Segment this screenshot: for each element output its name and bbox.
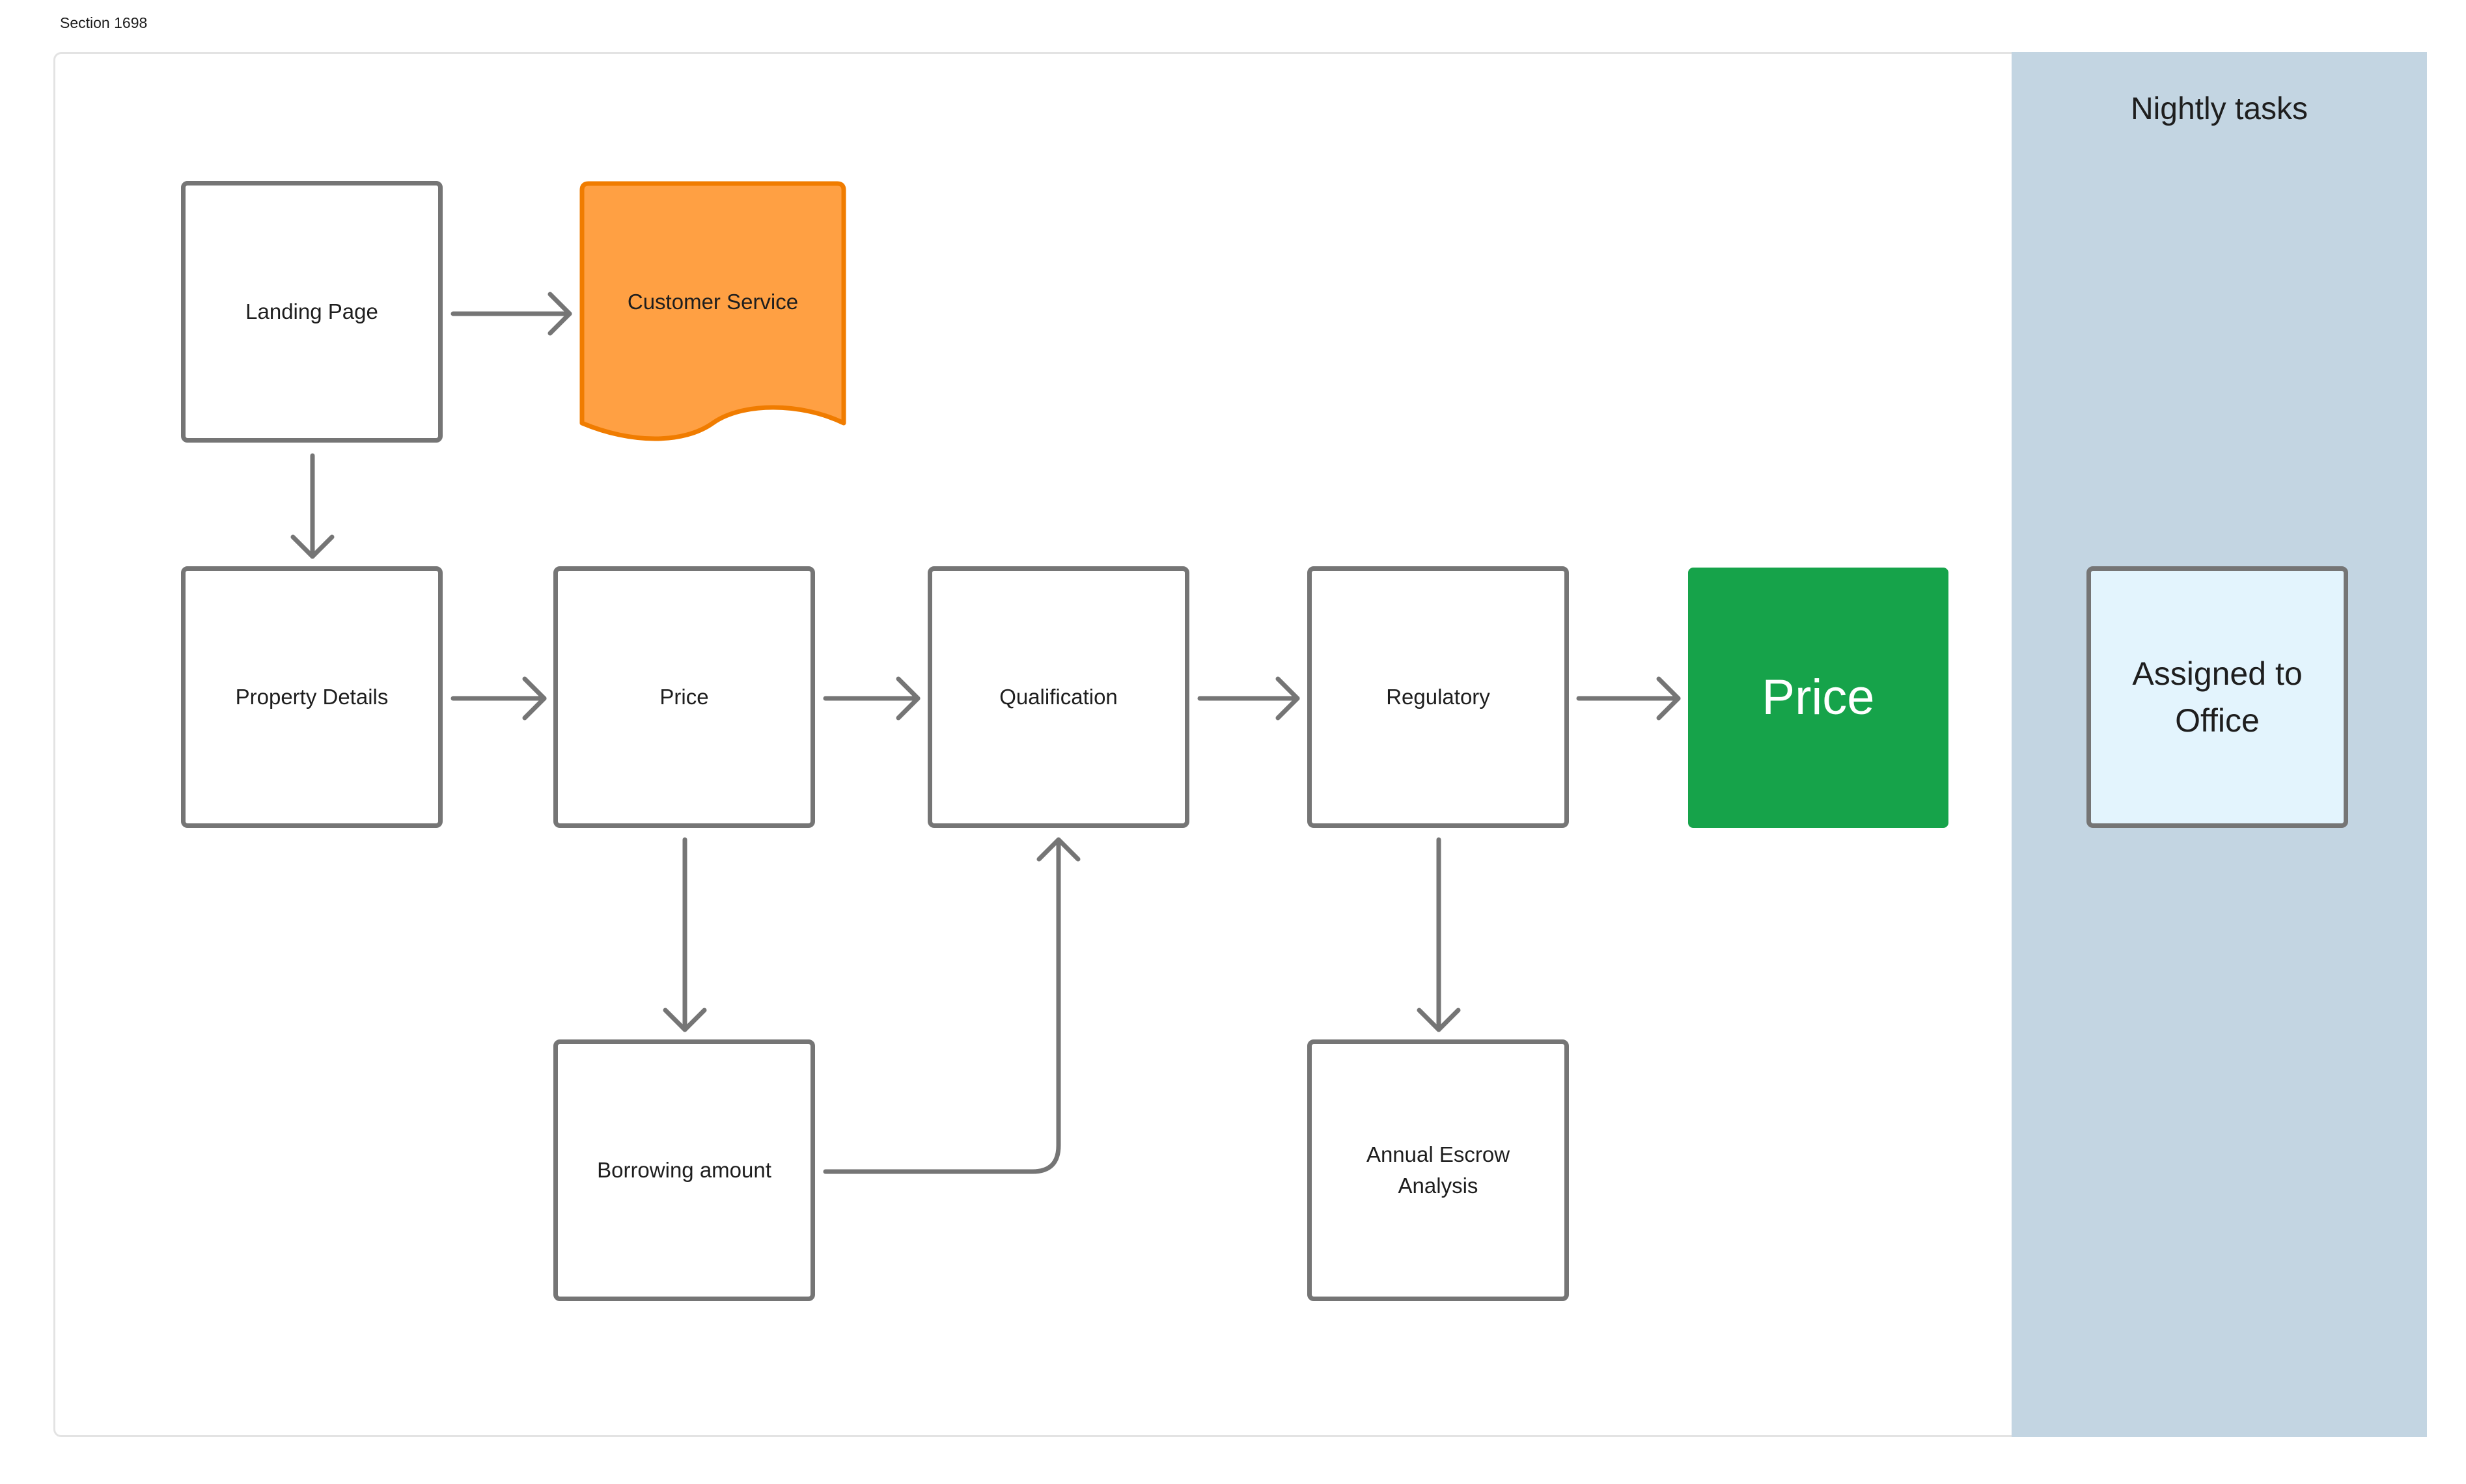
customer-service-document-shape[interactable] (579, 181, 846, 449)
assigned-to-office-node[interactable]: Assigned to Office (2086, 566, 2348, 828)
landing-page-node[interactable]: Landing Page (181, 181, 443, 443)
price-node[interactable]: Price (553, 566, 815, 828)
annual-escrow-analysis-node[interactable]: Annual Escrow Analysis (1307, 1039, 1569, 1301)
borrowing-amount-node[interactable]: Borrowing amount (553, 1039, 815, 1301)
price-result-node[interactable]: Price (1688, 568, 1948, 828)
property-details-node[interactable]: Property Details (181, 566, 443, 828)
regulatory-node[interactable]: Regulatory (1307, 566, 1569, 828)
customer-service-label: Customer Service (627, 290, 799, 314)
lane-title: Nightly tasks (2130, 92, 2308, 126)
qualification-node[interactable]: Qualification (928, 566, 1189, 828)
section-label: Section 1698 (60, 14, 148, 31)
